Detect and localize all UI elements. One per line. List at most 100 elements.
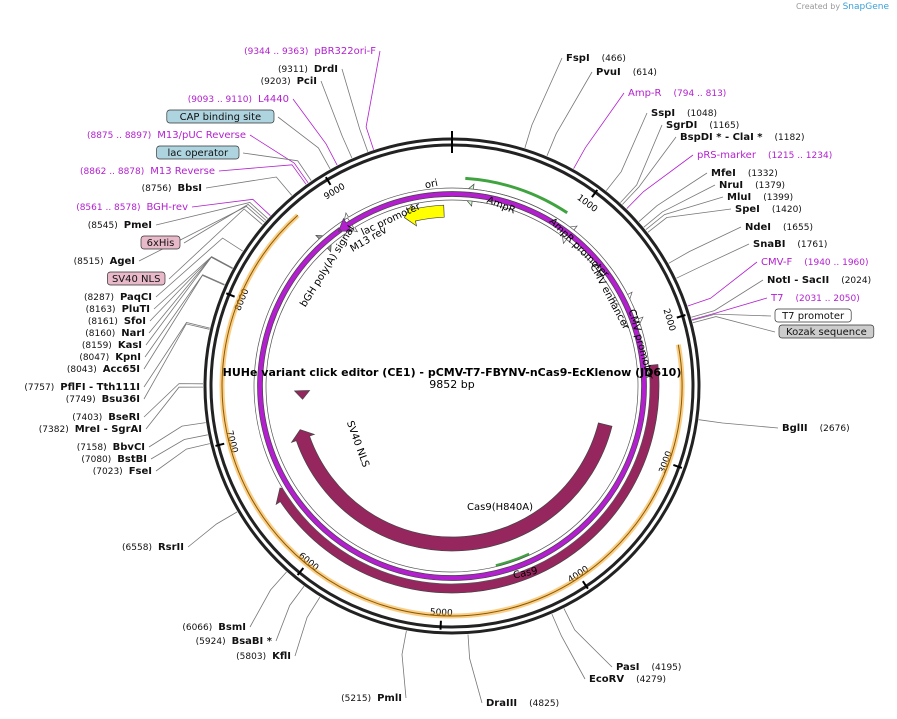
- enzyme-label: DraIII(4825): [486, 698, 559, 709]
- tick-label: 1000: [575, 193, 600, 215]
- leader-line: [143, 274, 225, 370]
- feature-box-label: T7 promoter: [781, 311, 845, 322]
- feature-box-label: lac operator: [168, 148, 229, 159]
- tick-mark: [591, 189, 599, 198]
- leader-line: [249, 134, 309, 184]
- leader-line: [691, 297, 768, 320]
- leader-line: [144, 274, 225, 358]
- leader-line: [294, 596, 321, 657]
- leader-line: [687, 261, 758, 307]
- leader-line: [647, 208, 732, 233]
- leader-line: [698, 419, 779, 429]
- enzyme-label: (7023)FseI: [93, 466, 152, 477]
- leader-line: [145, 256, 233, 346]
- credit-prefix: Created by: [796, 2, 841, 11]
- snapgene-logo: SnapGene: [842, 2, 889, 12]
- enzyme-label: (7382)MreI - SgrAI: [39, 424, 142, 435]
- enzyme-label: (6066)BsmI: [182, 622, 246, 633]
- enzyme-label: (7403)BseRI: [72, 412, 140, 423]
- feature-m13-rev: [257, 191, 647, 581]
- leader-line: [365, 50, 381, 150]
- feature-box-label: 6xHis: [147, 238, 175, 249]
- tick-label: 9000: [322, 182, 347, 203]
- leader-line: [524, 57, 563, 149]
- primer-label: (8561 .. 8578)BGH-rev: [76, 202, 188, 213]
- leader-line: [145, 386, 204, 430]
- leader-line: [563, 608, 613, 668]
- leader-line: [155, 237, 243, 298]
- enzyme-label: NruI(1379): [719, 180, 785, 191]
- feature-box-label: CAP binding site: [180, 112, 262, 123]
- leader-line: [691, 279, 764, 318]
- enzyme-label: (7757)PflFI - Tth111I: [24, 382, 140, 393]
- enzyme-label: (8160)NarI: [85, 328, 145, 339]
- leader-line: [149, 256, 233, 322]
- plasmid-length: 9852 bp: [429, 378, 474, 391]
- feature-sv40-nls: [293, 390, 311, 400]
- snapgene-credit: Created by SnapGene: [796, 2, 889, 12]
- primer-label: (8875 .. 8897)M13/pUC Reverse: [87, 130, 246, 141]
- feature-label: ori: [424, 178, 439, 191]
- enzyme-label: (5215)PmlI: [341, 693, 402, 704]
- feature-cas9-h840a-: [290, 422, 613, 552]
- enzyme-label: SpeI(1420): [735, 204, 802, 215]
- enzyme-label: (8756)BbsI: [142, 183, 202, 194]
- leader-line: [573, 92, 625, 169]
- enzyme-label: (5803)KflI: [236, 651, 291, 662]
- feature-label: Cas9(H840A): [467, 502, 533, 513]
- leader-line: [218, 164, 307, 185]
- tick-mark: [296, 567, 305, 576]
- tick-mark: [582, 580, 589, 590]
- feature-ori: [403, 203, 445, 227]
- leader-line: [692, 316, 776, 333]
- leader-line: [249, 571, 287, 628]
- leader-line: [277, 116, 331, 170]
- green-cds-track: [495, 552, 530, 568]
- leader-line: [183, 203, 267, 244]
- enzyme-label: (8545)PmeI: [88, 220, 152, 231]
- primer-label: CMV-F(1940 .. 1960): [761, 257, 869, 268]
- enzyme-label: (8043)Acc65I: [67, 364, 140, 375]
- feature-arrows: [219, 176, 685, 619]
- enzyme-label: (7158)BbvCI: [77, 442, 145, 453]
- enzyme-label: (8047)KpnI: [79, 352, 141, 363]
- enzyme-label: PvuI(614): [596, 67, 657, 78]
- leader-line: [143, 323, 210, 400]
- leader-line: [620, 124, 663, 203]
- feature-label: Cas9: [512, 566, 538, 582]
- primer-label: pRS-marker(1215 .. 1234): [697, 150, 832, 161]
- leader-line: [143, 383, 204, 418]
- leader-line: [191, 198, 271, 216]
- feature-label: SV40 NLS: [344, 419, 371, 468]
- leader-line: [168, 208, 263, 280]
- enzyme-label: EcoRV(4279): [589, 674, 666, 685]
- enzyme-label: (9203)PciI: [261, 76, 317, 87]
- leader-line: [292, 98, 338, 166]
- leader-line: [638, 172, 708, 222]
- enzyme-label: (8163)PluTI: [86, 304, 150, 315]
- tick-mark: [673, 463, 683, 469]
- enzyme-label: (7749)Bsu36I: [66, 394, 140, 405]
- enzyme-label: (5924)BsaBI *: [196, 636, 273, 647]
- enzyme-label: (8287)PaqCI: [84, 292, 152, 303]
- enzyme-label: (8161)SfoI: [88, 316, 146, 327]
- enzyme-label: FspI(466): [566, 53, 626, 64]
- leader-line: [546, 71, 593, 156]
- tick-mark: [676, 314, 686, 319]
- tick-mark: [225, 292, 235, 298]
- leader-line: [320, 80, 353, 159]
- leader-line: [645, 196, 724, 231]
- feature-box: [778, 324, 875, 339]
- enzyme-label: MfeI(1332): [711, 168, 778, 179]
- enzyme-label: SspI(1048): [651, 108, 717, 119]
- leader-line: [275, 585, 305, 642]
- leader-line: [692, 313, 772, 321]
- feature-box: [107, 271, 166, 286]
- enzyme-label: BglII(2676): [782, 423, 850, 434]
- primer-label: T7(2031 .. 2050): [770, 293, 860, 304]
- leader-line: [401, 630, 407, 699]
- feature-box-label: SV40 NLS: [112, 274, 161, 285]
- plasmid-title: HUHe variant click editor (CE1) - pCMV-T…: [223, 366, 682, 379]
- enzyme-label: (6558)RsrII: [122, 542, 184, 553]
